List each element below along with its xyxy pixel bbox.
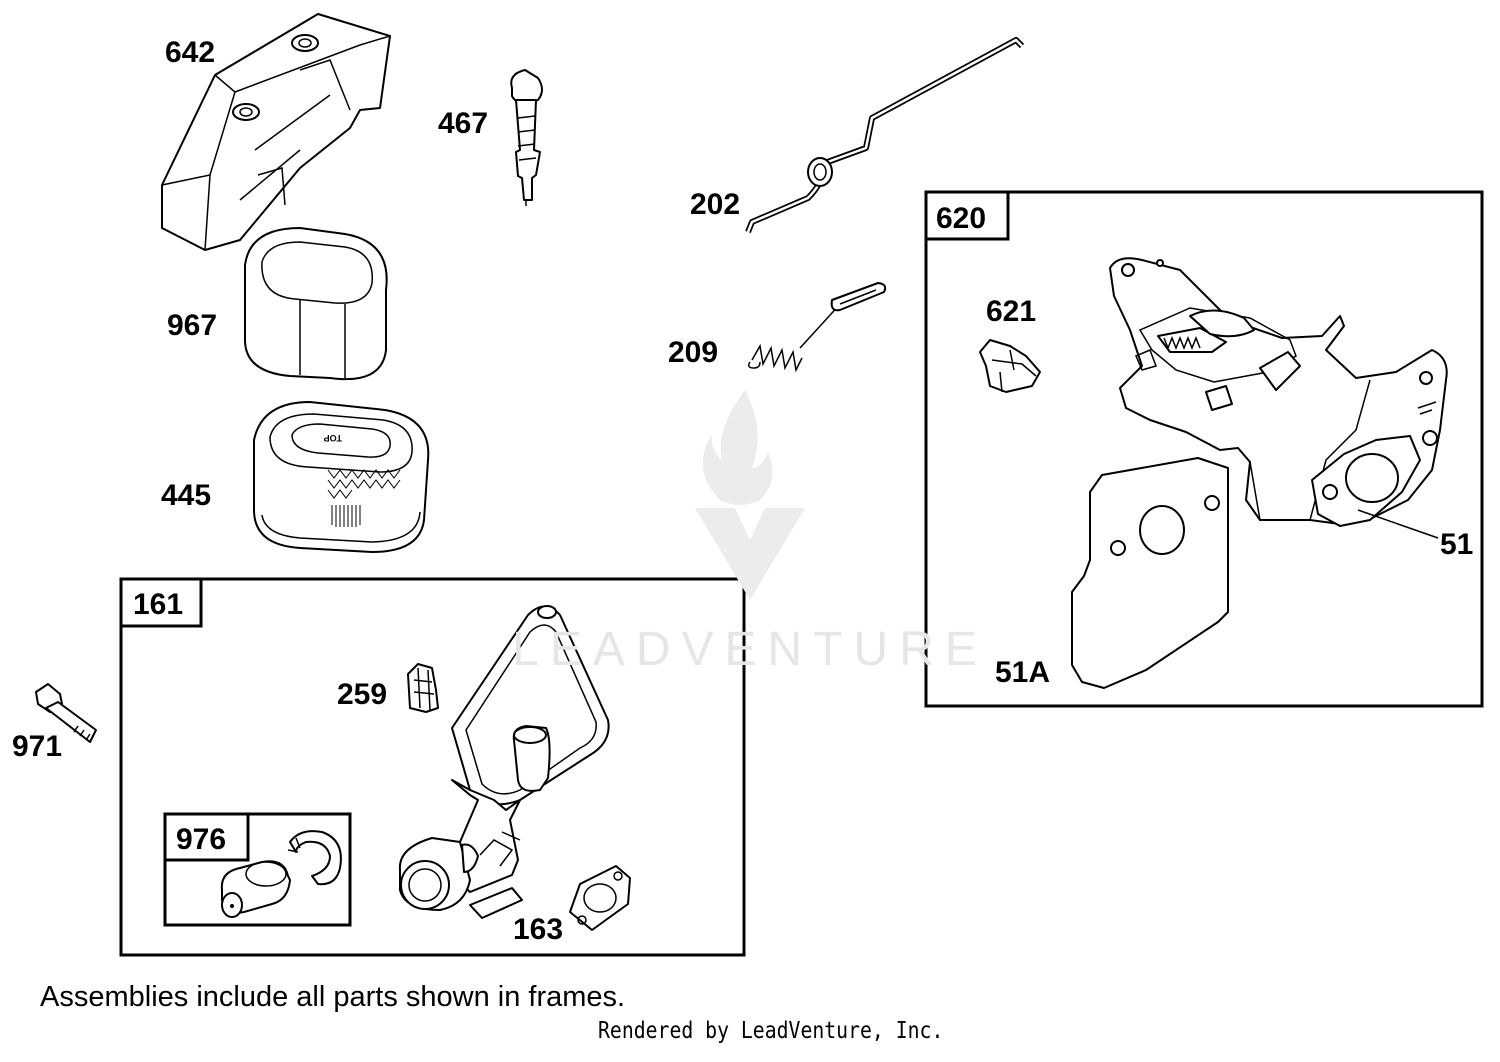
part-620-bracket-drawing <box>1109 257 1448 527</box>
filter-top-text: TOP <box>324 433 342 443</box>
label-51: 51 <box>1440 528 1473 561</box>
frame-620 <box>924 190 1484 708</box>
part-467-drawing <box>510 69 543 206</box>
part-621-clip-drawing <box>979 339 1041 393</box>
label-445: 445 <box>161 479 211 512</box>
label-209: 209 <box>668 336 718 369</box>
part-967-pre-cleaner-drawing <box>244 227 388 381</box>
label-259: 259 <box>337 678 387 711</box>
part-445-air-filter-drawing: TOP <box>253 401 430 553</box>
label-51a: 51A <box>995 656 1050 689</box>
label-621: 621 <box>986 295 1036 328</box>
rendered-by-credit: Rendered by LeadVenture, Inc. <box>598 1018 944 1044</box>
part-161-base-drawing <box>398 605 610 919</box>
label-202: 202 <box>690 188 740 221</box>
frame-label-620: 620 <box>936 202 986 235</box>
part-163-gasket-drawing <box>569 865 631 931</box>
part-209-spring-drawing <box>747 282 887 373</box>
assemblies-footnote: Assemblies include all parts shown in fr… <box>40 981 626 1013</box>
frame-label-161: 161 <box>133 588 183 621</box>
leader-line-51 <box>1357 509 1439 539</box>
part-642-air-cleaner-cover-drawing <box>161 13 391 251</box>
label-467: 467 <box>438 107 488 140</box>
label-163: 163 <box>513 913 563 946</box>
frame-label-976: 976 <box>176 823 226 856</box>
frame-161 <box>119 577 746 957</box>
label-971: 971 <box>12 730 62 763</box>
label-967: 967 <box>167 309 217 342</box>
part-202-link-drawing <box>745 37 1025 234</box>
part-976-adapter-drawing <box>220 830 342 918</box>
label-642: 642 <box>165 36 215 69</box>
part-971-bolt-drawing <box>35 683 97 743</box>
part-259-clip-drawing <box>407 663 439 713</box>
part-51a-plate-drawing <box>1071 457 1229 689</box>
